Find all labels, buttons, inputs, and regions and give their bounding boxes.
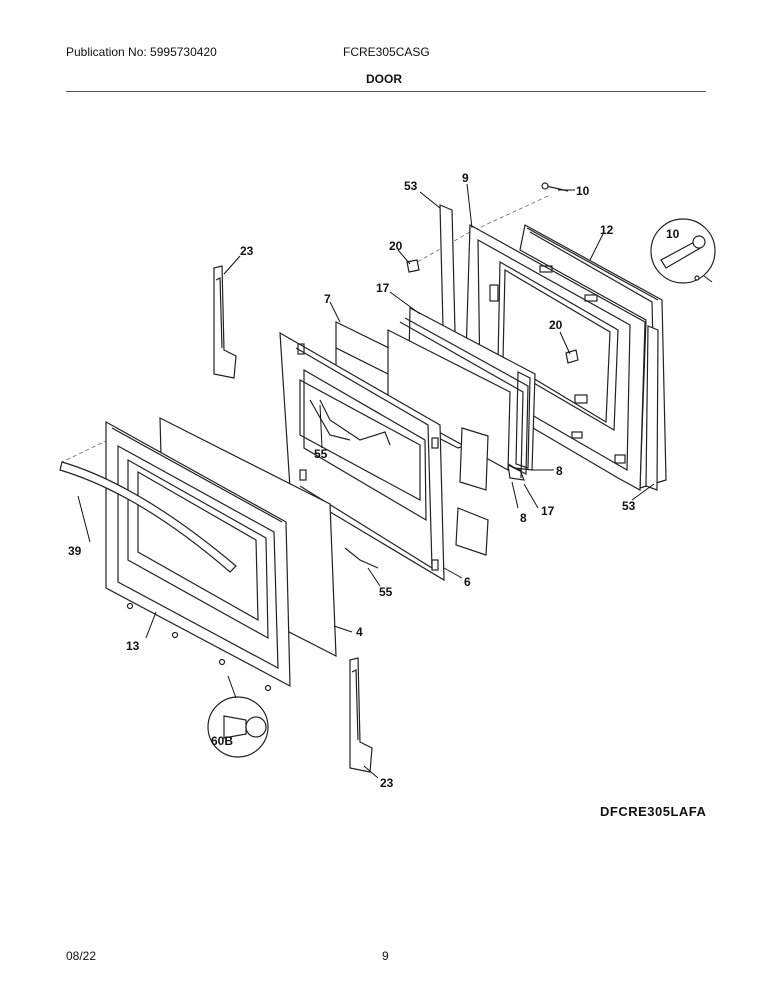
callout-7: 7	[324, 292, 331, 306]
door-screws	[126, 602, 272, 692]
glass-channel-part	[507, 371, 531, 481]
footer-date: 08/22	[66, 949, 97, 963]
callout-39: 39	[68, 544, 82, 558]
callout-10-inset: 10	[666, 227, 680, 241]
door-liner-frame-part	[279, 331, 445, 582]
screw-60b-inset	[207, 696, 269, 758]
callout-13: 13	[126, 639, 140, 653]
clip-part	[406, 259, 579, 364]
outer-door-part	[105, 420, 291, 688]
callout-53-lower: 53	[622, 499, 636, 513]
hinge-part	[213, 265, 237, 379]
bracket-part	[309, 399, 379, 569]
callout-53: 53	[404, 179, 418, 193]
callout-4: 4	[356, 625, 363, 639]
callout-10: 10	[576, 184, 590, 198]
drawing-id: DFCRE305LAFA	[600, 804, 707, 819]
callout-20-right: 20	[549, 318, 563, 332]
callout-9: 9	[462, 171, 469, 185]
callout-55: 55	[314, 447, 328, 461]
screw-detail-inset	[650, 218, 716, 284]
callout-60b: 60B	[211, 734, 233, 748]
model-number: FCRE305CASG	[343, 45, 430, 59]
callout-6: 6	[464, 575, 471, 589]
leader-lines	[77, 183, 655, 779]
callout-17-lower: 17	[541, 504, 555, 518]
callout-12: 12	[600, 223, 614, 237]
callout-20: 20	[389, 239, 403, 253]
hinge-part	[349, 657, 373, 773]
callout-55-lower: 55	[379, 585, 393, 599]
callout-23: 23	[240, 244, 254, 258]
publication-number: Publication No: 5995730420	[66, 45, 217, 59]
callout-8-lower: 8	[520, 511, 527, 525]
callout-8: 8	[556, 464, 563, 478]
header-rule	[66, 91, 706, 92]
callout-23-lower: 23	[380, 776, 394, 790]
callout-labels: 53 9 10 10 12 23 20 7 17 20 55 8 39 8 17…	[68, 171, 680, 790]
door-handle-part	[59, 461, 237, 573]
callout-17: 17	[376, 281, 390, 295]
page-number: 9	[382, 949, 389, 963]
section-title: DOOR	[366, 72, 402, 86]
